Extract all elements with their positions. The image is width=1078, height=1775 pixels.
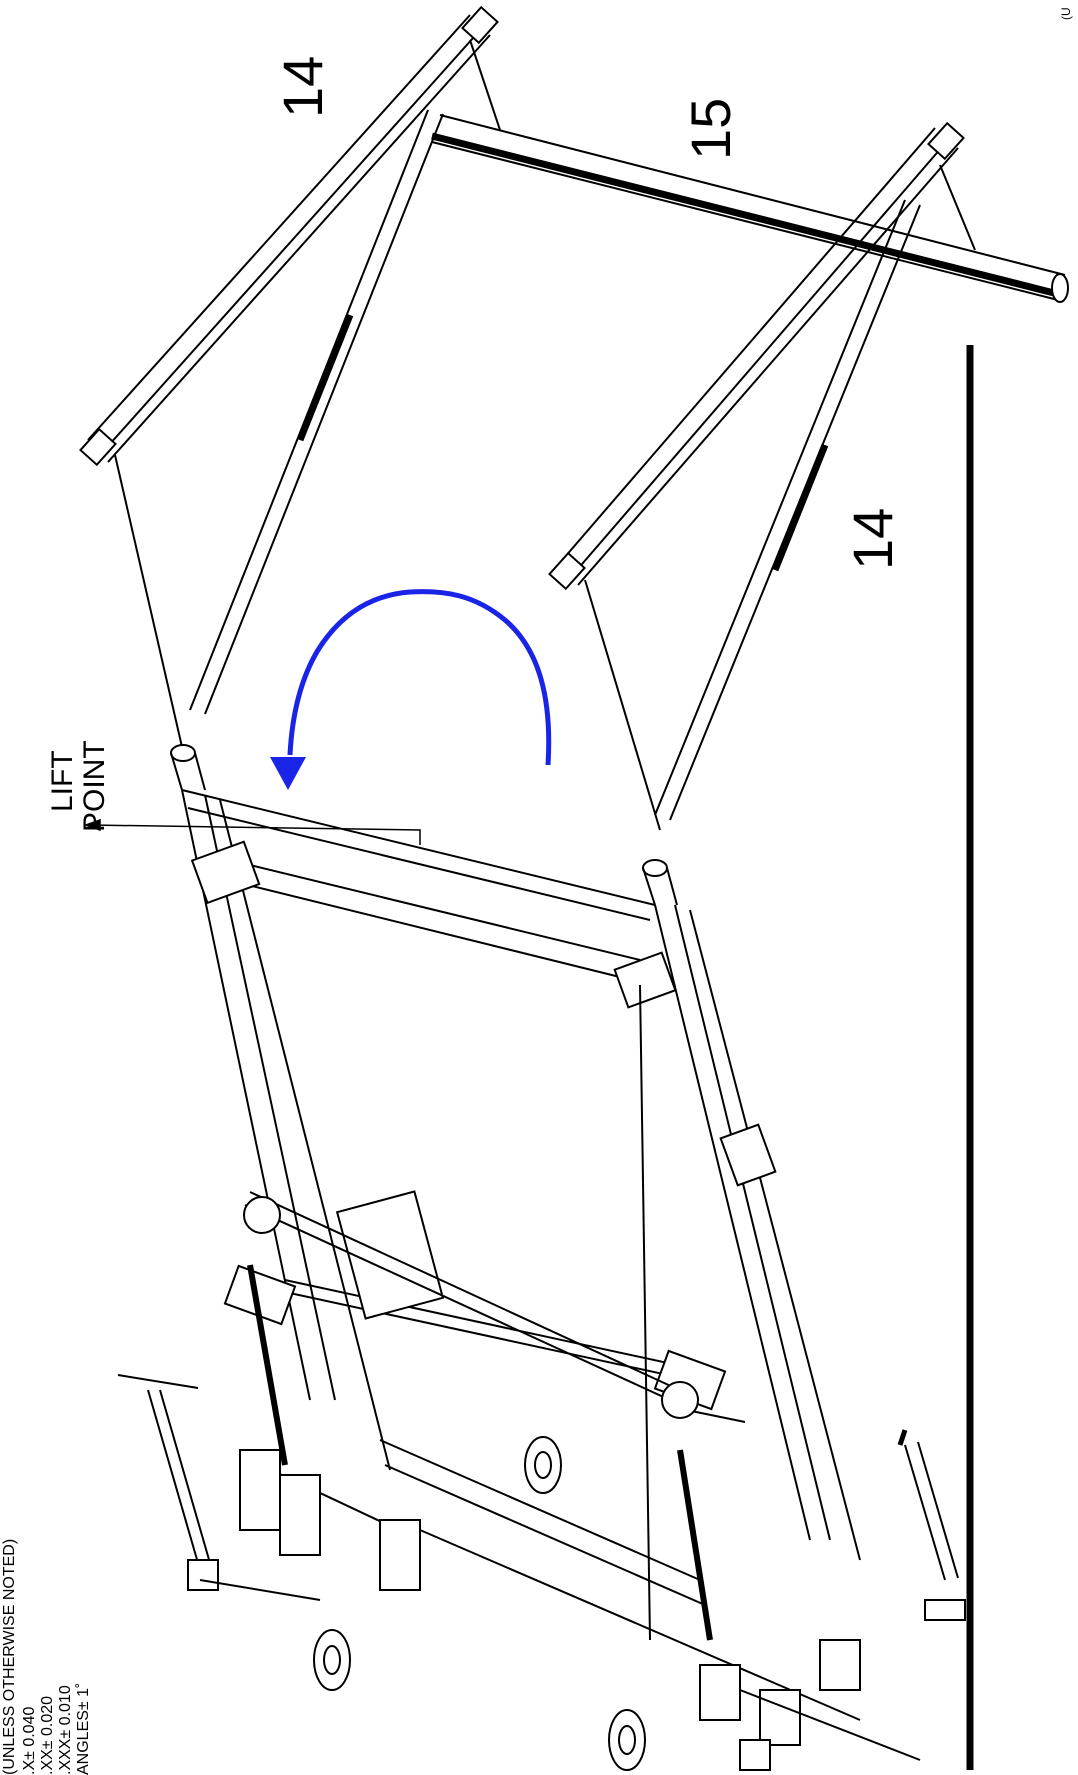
tolerance-header: (UNLESS OTHERWISE NOTED) xyxy=(1,1539,18,1775)
tolerance-block: (UNLESS OTHERWISE NOTED) .X± 0.040 .XX± … xyxy=(1,1539,92,1775)
callout-14-top: 14 xyxy=(271,56,334,118)
base-frame xyxy=(117,1374,966,1771)
callout-15: 15 xyxy=(679,98,742,160)
tolerance-xx: .XX± 0.020 xyxy=(39,1696,56,1775)
caster-wheel-2 xyxy=(313,1629,351,1691)
cross-axle xyxy=(243,1191,699,1419)
corner-mark: (U xyxy=(1059,7,1073,20)
arm-assembly-top xyxy=(79,5,501,761)
lift-point-leader xyxy=(83,818,421,845)
cross-tube-15 xyxy=(431,114,1069,303)
main-frame xyxy=(170,744,861,1721)
rotation-arrow xyxy=(270,589,552,790)
lift-point-label-line1: LIFT xyxy=(46,750,79,812)
tolerance-angles: ANGLES± 1˚ xyxy=(75,1683,92,1775)
tolerance-xxx: .XXX± 0.010 xyxy=(57,1685,74,1775)
arm-assembly-right xyxy=(548,121,976,831)
caster-wheel-3 xyxy=(608,1709,646,1771)
tolerance-x: .X± 0.040 xyxy=(21,1707,38,1775)
winch-posts xyxy=(247,1264,713,1641)
caster-wheel-1 xyxy=(524,1436,562,1494)
lift-point-label-line2: POINT xyxy=(78,740,111,832)
callout-14-right: 14 xyxy=(841,508,904,570)
